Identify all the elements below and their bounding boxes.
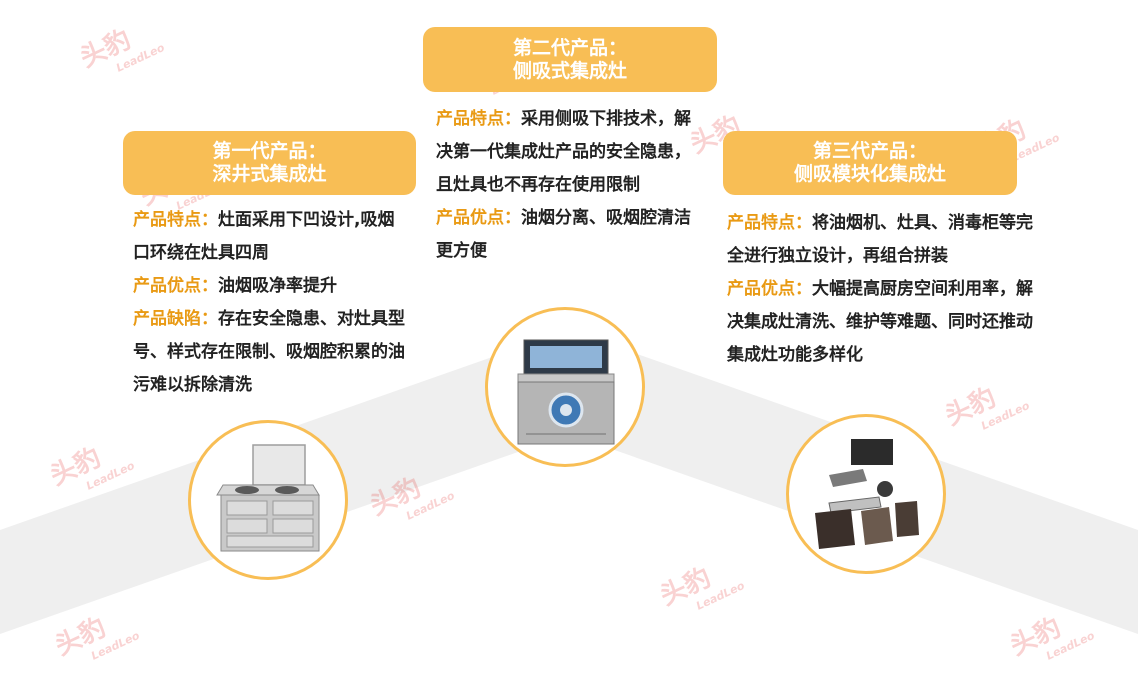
gen1-defect: 产品缺陷：存在安全隐患、对灶具型号、样式存在限制、吸烟腔积累的油污难以拆除清洗 (133, 303, 405, 402)
gen2-header-line2: 侧吸式集成灶 (512, 59, 627, 82)
feature-text: 灶面采用下凹设计,吸烟口环绕在灶具四周 (133, 210, 395, 263)
gen1-product-image (188, 420, 348, 580)
advantage-text: 油烟分离、吸烟腔清洁更方便 (436, 208, 691, 261)
gen3-header: 第三代产品： 侧吸模块化集成灶 (723, 131, 1017, 195)
feature-label: 产品特点： (436, 109, 521, 129)
side-suction-stove-icon (517, 339, 615, 445)
gen3-product-image (786, 414, 946, 574)
gen2-product-image (485, 307, 645, 467)
gen1-advantage: 产品优点：油烟吸净率提升 (133, 270, 405, 303)
advantage-text: 大幅提高厨房空间利用率，解决集成灶清洗、维护等难题、同时还推动集成灶功能多样化 (727, 279, 1033, 365)
deep-well-stove-icon (216, 444, 320, 552)
gen3-advantage: 产品优点：大幅提高厨房空间利用率，解决集成灶清洗、维护等难题、同时还推动集成灶功… (727, 273, 1037, 372)
advantage-text: 油烟吸净率提升 (218, 276, 337, 296)
feature-label: 产品特点： (727, 213, 812, 233)
gen1-description: 产品特点：灶面采用下凹设计,吸烟口环绕在灶具四周 产品优点：油烟吸净率提升 产品… (133, 204, 405, 402)
modular-stove-icon (815, 439, 919, 549)
defect-label: 产品缺陷： (133, 309, 218, 329)
feature-text: 将油烟机、灶具、消毒柜等完全进行独立设计，再组合拼装 (727, 213, 1033, 266)
gen2-feature: 产品特点：采用侧吸下排技术，解决第一代集成灶产品的安全隐患，且灶具也不再存在使用… (436, 103, 706, 202)
gen3-header-line1: 第三代产品： (812, 140, 927, 162)
gen2-header-line1: 第二代产品： (512, 36, 627, 59)
gen1-header-line1: 第一代产品： (212, 140, 327, 162)
feature-text: 采用侧吸下排技术，解决第一代集成灶产品的安全隐患，且灶具也不再存在使用限制 (436, 109, 691, 195)
gen1-header-line2: 深井式集成灶 (212, 163, 327, 185)
gen2-description: 产品特点：采用侧吸下排技术，解决第一代集成灶产品的安全隐患，且灶具也不再存在使用… (436, 103, 706, 268)
feature-label: 产品特点： (133, 210, 218, 230)
advantage-label: 产品优点： (133, 276, 218, 296)
gen3-header-line2: 侧吸模块化集成灶 (793, 163, 946, 185)
gen2-header: 第二代产品： 侧吸式集成灶 (423, 27, 717, 92)
advantage-label: 产品优点： (727, 279, 812, 299)
gen3-description: 产品特点：将油烟机、灶具、消毒柜等完全进行独立设计，再组合拼装 产品优点：大幅提… (727, 207, 1037, 372)
gen1-feature: 产品特点：灶面采用下凹设计,吸烟口环绕在灶具四周 (133, 204, 405, 270)
defect-text: 存在安全隐患、对灶具型号、样式存在限制、吸烟腔积累的油污难以拆除清洗 (133, 309, 405, 395)
gen3-feature: 产品特点：将油烟机、灶具、消毒柜等完全进行独立设计，再组合拼装 (727, 207, 1037, 273)
advantage-label: 产品优点： (436, 208, 521, 228)
gen1-header: 第一代产品： 深井式集成灶 (123, 131, 416, 195)
gen2-advantage: 产品优点：油烟分离、吸烟腔清洁更方便 (436, 202, 706, 268)
